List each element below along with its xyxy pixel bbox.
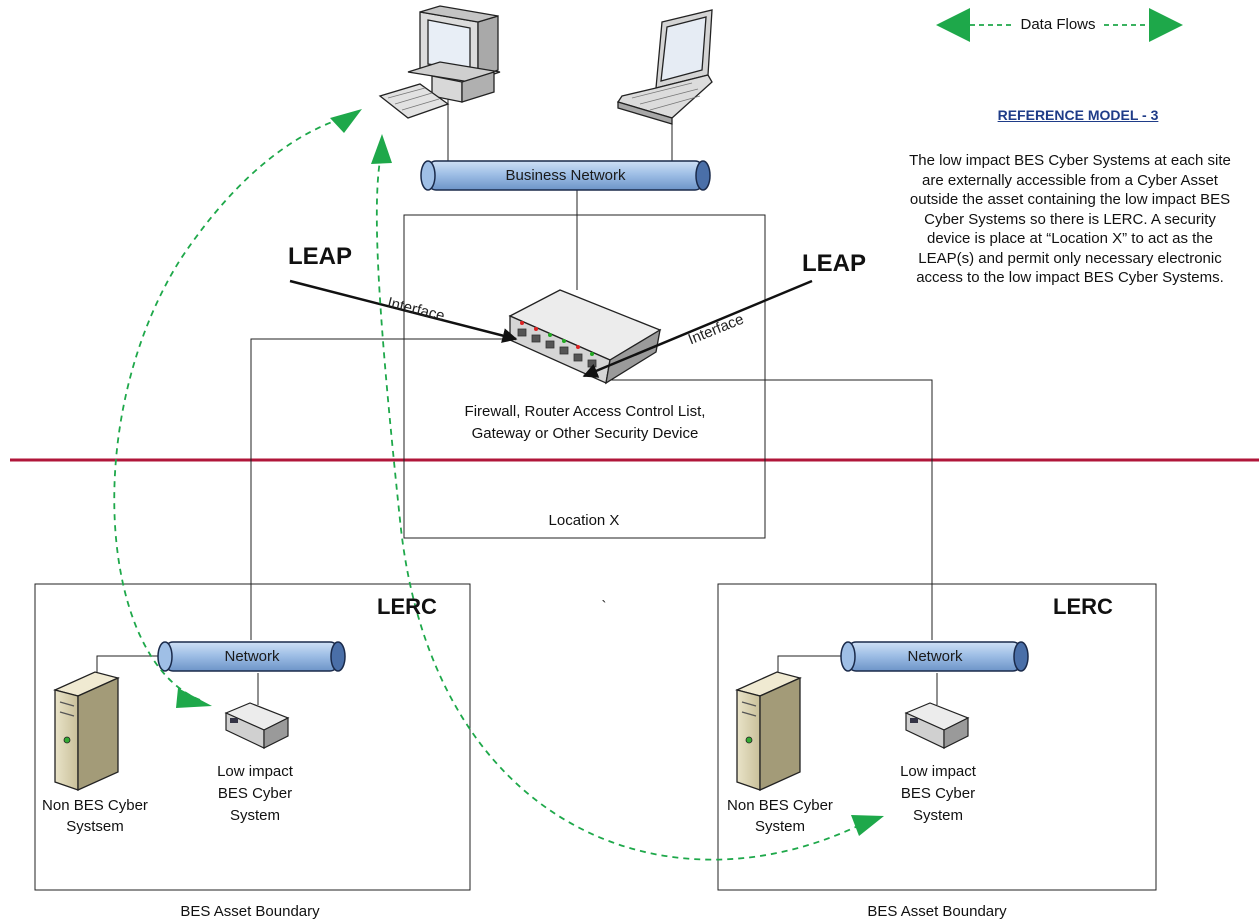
connection-lines bbox=[96, 98, 938, 705]
site-right-server-label-line1: Non BES Cyber bbox=[727, 797, 833, 814]
leap-left-arrow bbox=[289, 279, 518, 343]
business-network-pipe bbox=[420, 160, 711, 191]
site-left-server-label-line2: Systsem bbox=[66, 818, 124, 835]
data-flow-left-site bbox=[113, 115, 351, 701]
site-right-server-label-line2: System bbox=[754, 818, 805, 835]
site-right-boundary-label: BES Asset Boundary bbox=[867, 903, 1007, 920]
stray-mark: ` bbox=[601, 598, 607, 615]
small-device-icon-left bbox=[224, 702, 290, 749]
site-right-network-label: Network bbox=[907, 648, 963, 665]
laptop-icon bbox=[616, 9, 713, 125]
leap-left-label: LEAP bbox=[287, 243, 352, 270]
business-network-label: Business Network bbox=[505, 167, 626, 184]
site-left-boundary-box bbox=[34, 583, 471, 891]
site-left-device-label-line1: Low impact bbox=[217, 763, 293, 780]
security-switch-icon bbox=[508, 289, 662, 385]
site-left-boundary-label: BES Asset Boundary bbox=[180, 903, 320, 920]
legend-arrow-right-icon bbox=[1149, 8, 1183, 42]
legend bbox=[936, 8, 1183, 42]
legend-label: Data Flows bbox=[1020, 16, 1096, 33]
leap-right-label: LEAP bbox=[801, 250, 866, 277]
location-x-box bbox=[403, 214, 766, 539]
data-flow-arrowheads bbox=[176, 109, 884, 836]
security-device-label-line2: Gateway or Other Security Device bbox=[471, 425, 699, 442]
site-left-network-label: Network bbox=[224, 648, 280, 665]
small-device-icon-right bbox=[904, 702, 970, 749]
site-right-boundary-box bbox=[717, 583, 1157, 891]
leap-right-arrow bbox=[582, 279, 813, 378]
lerc-right-label: LERC bbox=[1053, 594, 1113, 619]
site-left-server-label-line1: Non BES Cyber bbox=[42, 797, 148, 814]
reference-model-description: The low impact BES Cyber Systems at each… bbox=[909, 152, 1231, 286]
reference-model-title: REFERENCE MODEL - 3 bbox=[997, 107, 1159, 123]
site-right-network-pipe bbox=[840, 641, 1029, 672]
site-left-device-label-line2: BES Cyber bbox=[217, 785, 293, 802]
site-right-device-label-line2: BES Cyber bbox=[900, 785, 976, 802]
legend-arrow-left-icon bbox=[936, 8, 970, 42]
server-tower-icon-left bbox=[53, 671, 120, 792]
site-right-device-label-line3: System bbox=[912, 807, 963, 824]
desktop-computer-icon bbox=[378, 5, 501, 119]
site-left-device-label-line3: System bbox=[229, 807, 280, 824]
site-left-network-pipe bbox=[157, 641, 346, 672]
site-right-device-label-line1: Low impact bbox=[900, 763, 976, 780]
lerc-left-label: LERC bbox=[377, 594, 437, 619]
security-device-label-line1: Firewall, Router Access Control List, bbox=[464, 403, 706, 420]
data-flow-paths bbox=[113, 115, 861, 861]
location-x-label: Location X bbox=[548, 512, 620, 529]
server-tower-icon-right bbox=[735, 671, 802, 792]
